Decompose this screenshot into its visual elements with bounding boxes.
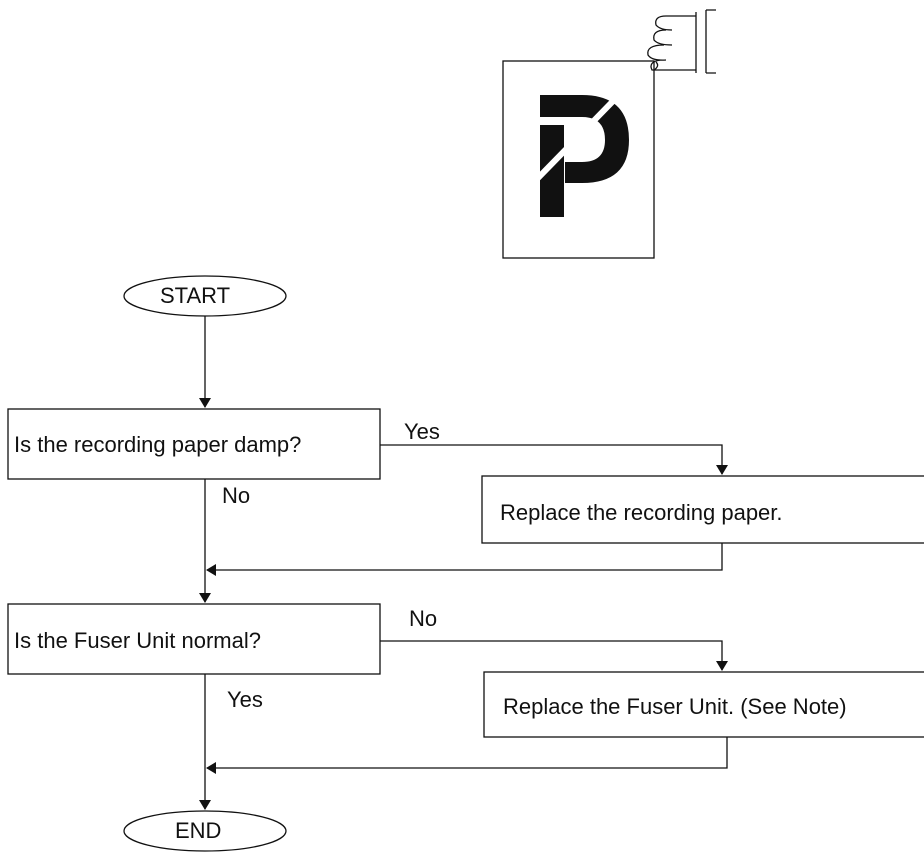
- connector-action-2-return: [206, 737, 728, 774]
- paper-sheet: [502, 60, 655, 259]
- decision-2-no-label: No: [409, 606, 438, 631]
- end-label: END: [175, 818, 222, 843]
- printed-p-glyph: [535, 93, 629, 217]
- action-box-1: [481, 475, 924, 544]
- decision-1-yes-label: Yes: [404, 419, 440, 444]
- end-terminator: [123, 810, 287, 852]
- decision-2-yes-label: Yes: [227, 687, 263, 712]
- decision-box-2: [7, 603, 381, 675]
- printed-page-illustration: [502, 9, 716, 259]
- action-1-text: Replace the recording paper.: [500, 500, 783, 525]
- connector-action-1-return: [206, 543, 723, 576]
- decision-2-question: Is the Fuser Unit normal?: [14, 628, 261, 653]
- action-box-2: [483, 671, 924, 738]
- connector-decision-2-no: [380, 640, 728, 671]
- start-label: START: [160, 283, 231, 308]
- flow-connectors: [199, 316, 728, 810]
- connector-decision-1-yes: [380, 444, 728, 475]
- decision-1-question: Is the recording paper damp?: [14, 432, 302, 457]
- decision-1-no-label: No: [222, 483, 251, 508]
- hand-icon: [647, 9, 716, 74]
- decision-box-1: [7, 408, 381, 480]
- action-2-text: Replace the Fuser Unit. (See Note): [503, 694, 847, 719]
